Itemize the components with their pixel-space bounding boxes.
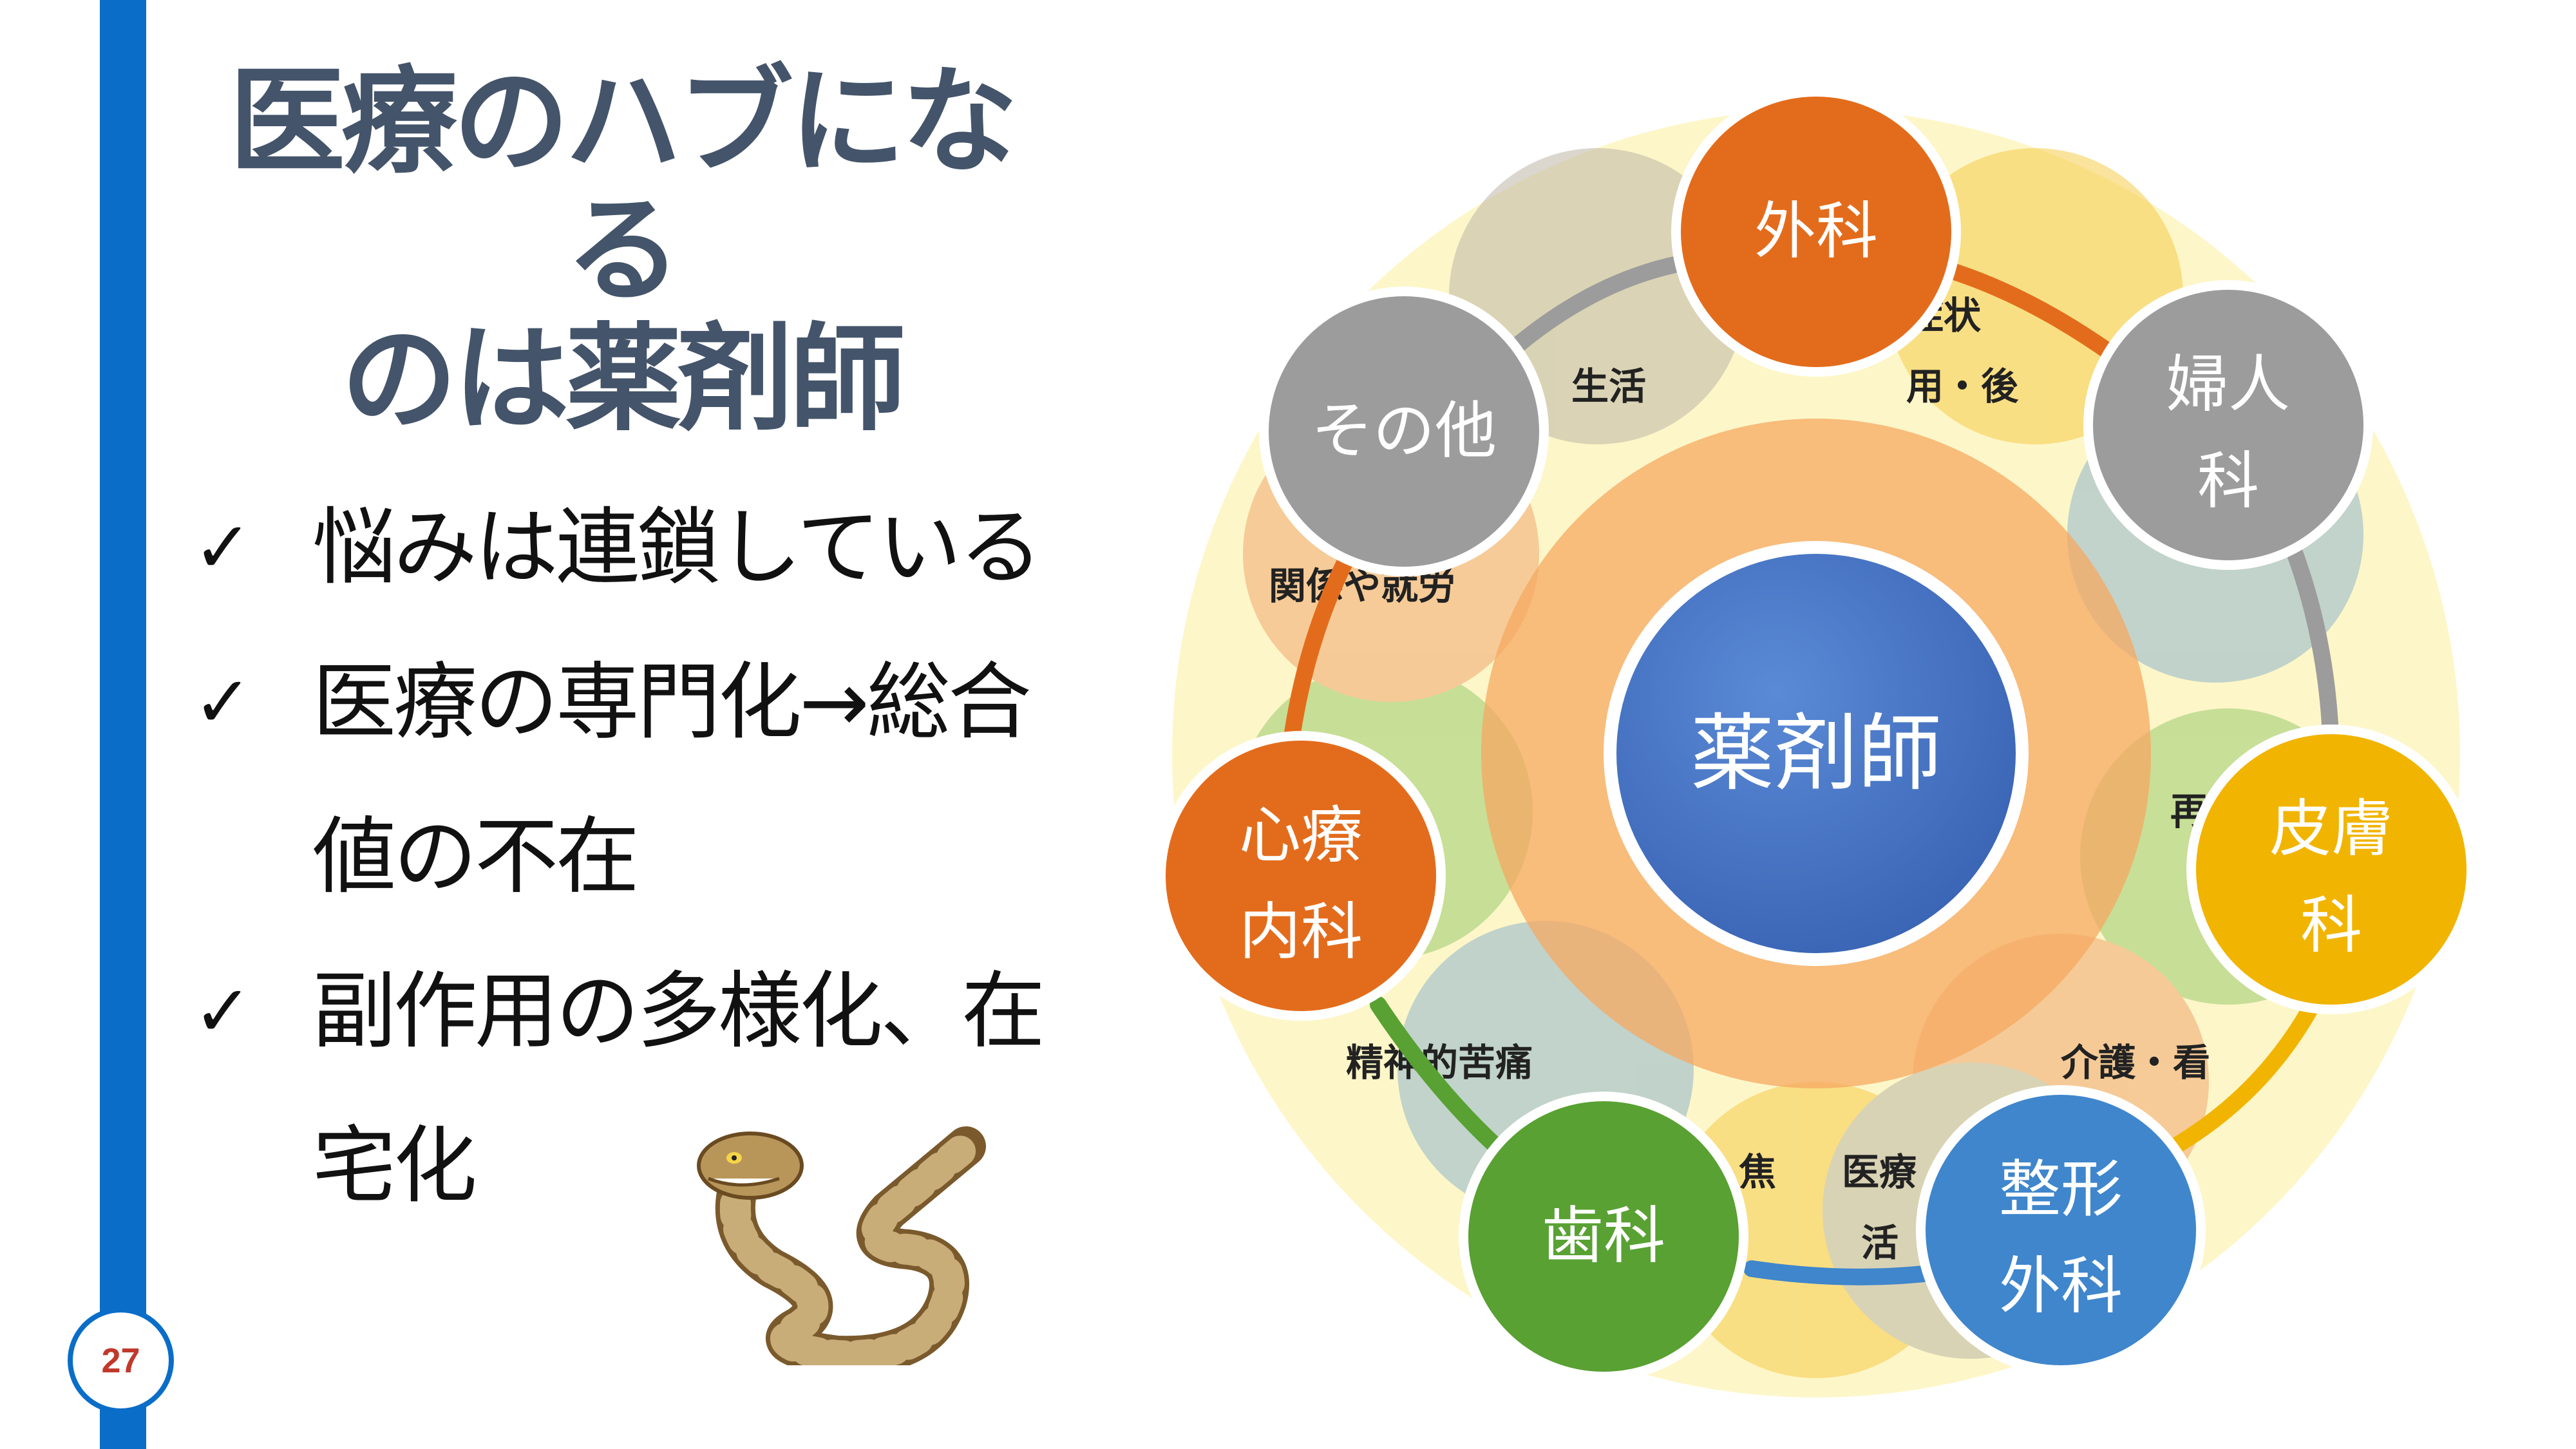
node-seikei: 整形 外科 — [1916, 1085, 2206, 1375]
pharmacist-hub-diagram: 症状 用・後 生活 関係や就労 精神的苦痛 介護・看 焦 医療 活 再 薬剤師 … — [1156, 87, 2476, 1397]
node-fujinka: 婦人 科 — [2083, 280, 2373, 570]
node-shinryo: 心療 内科 — [1156, 731, 1446, 1021]
node-label: その他 — [1311, 395, 1497, 467]
bullet-line: 医療の専門化→総合 — [312, 653, 1032, 751]
node-label: 整形 — [1999, 1153, 2123, 1226]
bullet-line: 宅化 — [312, 1117, 477, 1215]
bullet-line: 副作用の多様化、在 — [312, 962, 1045, 1060]
slide-title: 医療のハブになる のは薬剤師 — [187, 58, 1056, 444]
node-label: 歯科 — [1542, 1200, 1665, 1272]
node-label: 科 — [2300, 889, 2362, 961]
check-icon: ✓ — [193, 661, 252, 743]
node-label: 外科 — [1754, 195, 1878, 267]
node-label: 内科 — [1239, 896, 1363, 968]
fragment-text: 介護・看 — [2061, 1041, 2210, 1084]
fragment-text: 焦 — [1739, 1150, 1776, 1194]
bullet-list: ✓ 悩みは連鎖している ✓ 医療の専門化→総合 値の不在 ✓ 副作用の多様化、在… — [193, 470, 1095, 1243]
title-line-2: のは薬剤師 — [341, 312, 905, 447]
center-node-label: 薬剤師 — [1690, 705, 1942, 802]
node-label: 外科 — [1999, 1250, 2123, 1322]
fragment-text: 活 — [1861, 1221, 1899, 1265]
bullet-item: ✓ 悩みは連鎖している — [193, 470, 1095, 625]
fragment-text: 生活 — [1571, 365, 1646, 408]
fragment-text: 用・後 — [1906, 365, 2019, 408]
page-number-badge: 27 — [68, 1307, 174, 1414]
check-icon: ✓ — [193, 970, 252, 1052]
node-label: 心療 — [1239, 799, 1363, 871]
center-node — [1616, 554, 2016, 953]
node-label: 科 — [2197, 445, 2259, 517]
fragment-text: 医療 — [1842, 1150, 1917, 1194]
title-line-1: 医療のハブになる — [229, 55, 1018, 318]
node-shika: 歯科 — [1459, 1092, 1748, 1381]
node-geka: 外科 — [1671, 87, 1961, 377]
node-hifuka: 皮膚 科 — [2186, 724, 2476, 1014]
node-label: 婦人 — [2166, 348, 2290, 421]
bullet-item: ✓ 副作用の多様化、在 宅化 — [193, 934, 1095, 1243]
left-accent-bar — [100, 0, 146, 1449]
node-label: 皮膚 — [2269, 793, 2393, 865]
check-icon: ✓ — [193, 506, 252, 589]
bullet-item: ✓ 医療の専門化→総合 値の不在 — [193, 625, 1095, 934]
bullet-line: 悩みは連鎖している — [312, 498, 1043, 596]
snake-illustration — [697, 1126, 986, 1365]
bullet-line: 値の不在 — [312, 808, 639, 905]
node-sonota: その他 — [1259, 287, 1549, 576]
